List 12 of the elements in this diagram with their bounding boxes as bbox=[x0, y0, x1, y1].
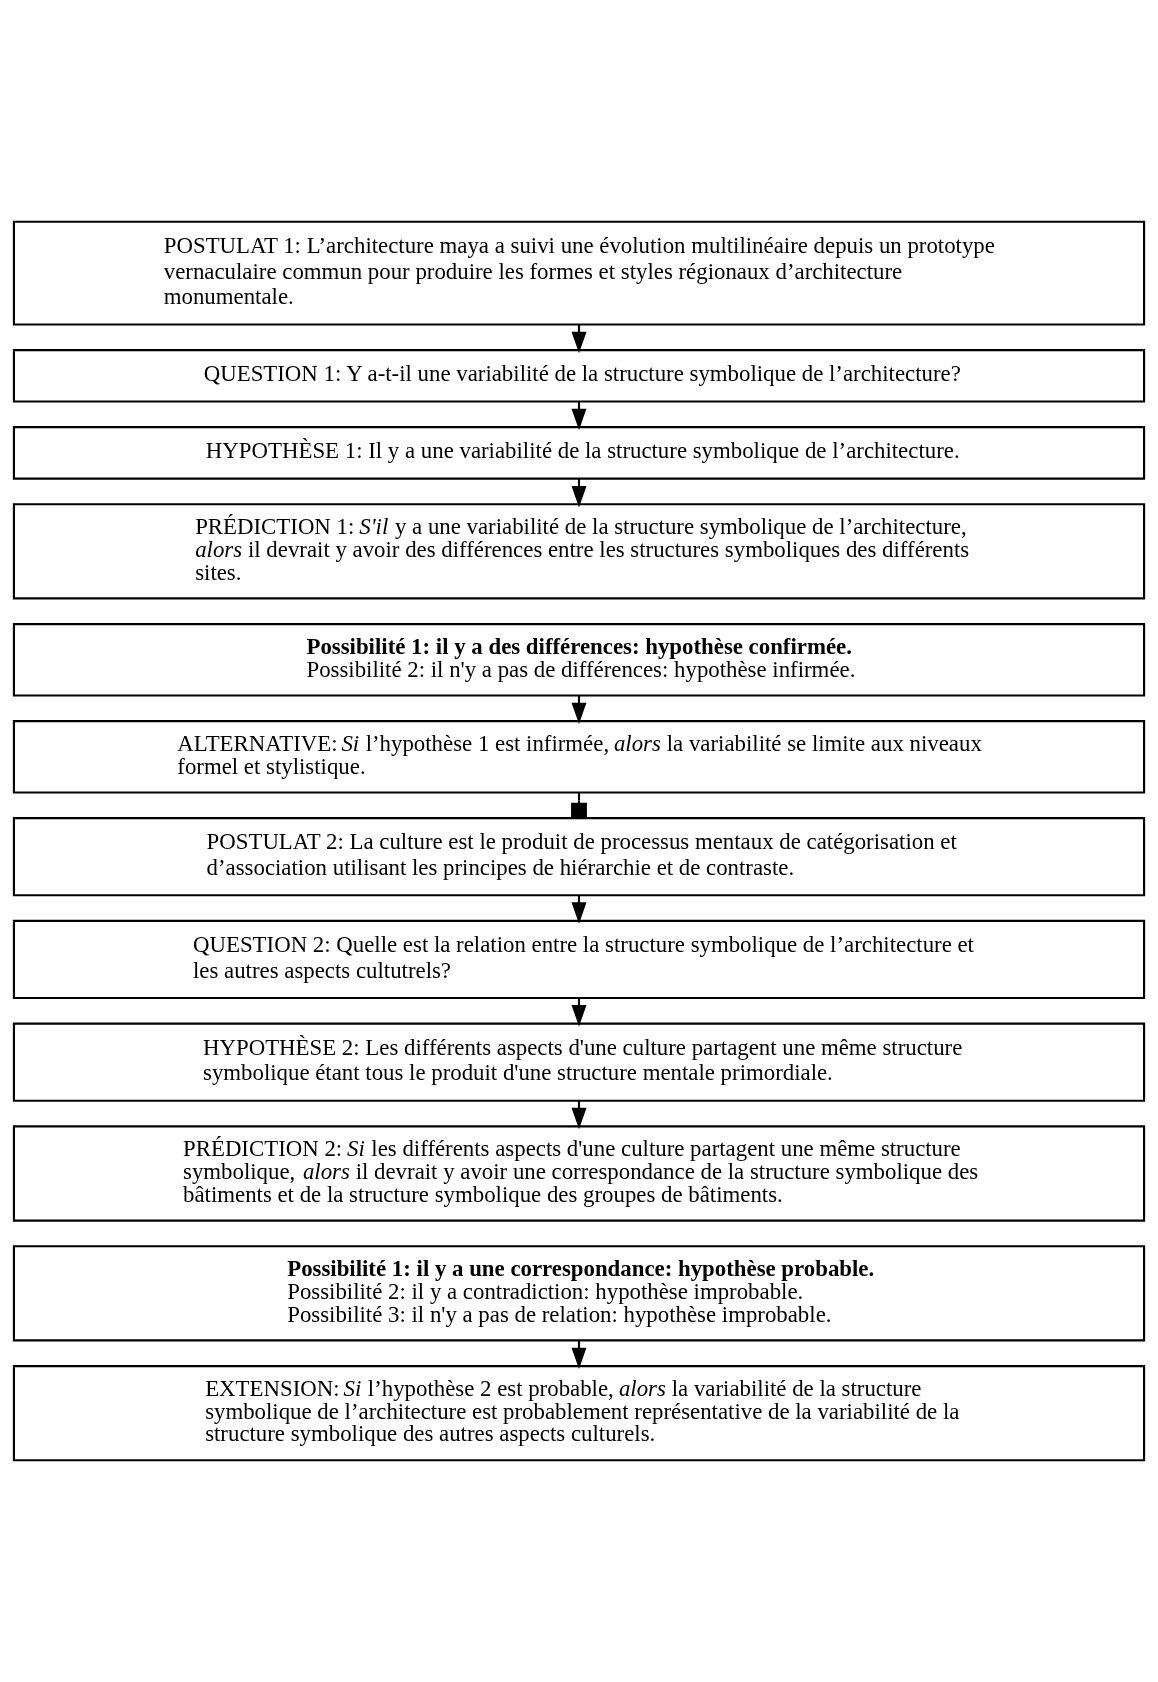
node-box: PRÉDICTION 2: Si les différents aspects d'une culture partagent une même structure symbolique, alors il devrait y avoir une correspondance de la structure symbolique des bâtiments et de la structure symbolique des groupes de bâtiments. bbox=[12, 1125, 1146, 1222]
node-box: EXTENSION: Si l’hypothèse 2 est probable, alors la variabilité de la structure symbolique de l’architecture est probablement représentative de la variabilité de la structure symbolique des autres aspects culturels. bbox=[12, 1365, 1146, 1462]
node-box: ALTERNATIVE: Si l’hypothèse 1 est infirmée, alors la variabilité se limite aux niveaux formel et stylistique. bbox=[12, 720, 1146, 794]
node-box: QUESTION 2: Quelle est la relation entre la structure symbolique de l’architecture et les autres aspects cultutrels? bbox=[12, 919, 1146, 1000]
node-box: PRÉDICTION 1: S'il y a une variabilité de la structure symbolique de l’architecture, alors il devrait y avoir des différences entre les structures symboliques des différents sites. bbox=[12, 503, 1146, 600]
node-box: QUESTION 1: Y a-t-il une variabilité de la structure symbolique de l’architecture? bbox=[12, 349, 1146, 403]
node-box: HYPOTHÈSE 1: Il y a une variabilité de la structure symbolique de l’architecture. bbox=[12, 426, 1146, 480]
node-box: Possibilité 1: il y a des différences: hypothèse confirmée. Possibilité 2: il n'y a pas de différences: hypothèse infirmée. bbox=[12, 623, 1146, 697]
node-box: HYPOTHÈSE 2: Les différents aspects d'une culture partagent une même structure symbolique étant tous le produit d'une structure mentale primordiale. bbox=[12, 1022, 1146, 1102]
node-box: POSTULAT 1: L’architecture maya a suivi une évolution multilinéaire depuis un prototype vernaculaire commun pour produire les formes et styles régionaux d’architecture monumentale. bbox=[12, 220, 1146, 326]
node-box: Possibilité 1: il y a une correspondance: hypothèse probable. Possibilité 2: il y a contradiction: hypothèse improbable. Possibilité 3: il n'y a pas de relation: hypothèse improbable. bbox=[12, 1245, 1146, 1342]
node-box: POSTULAT 2: La culture est le produit de processus mentaux de catégorisation et d’association utilisant les principes de hiérarchie et de contraste. bbox=[12, 817, 1146, 897]
